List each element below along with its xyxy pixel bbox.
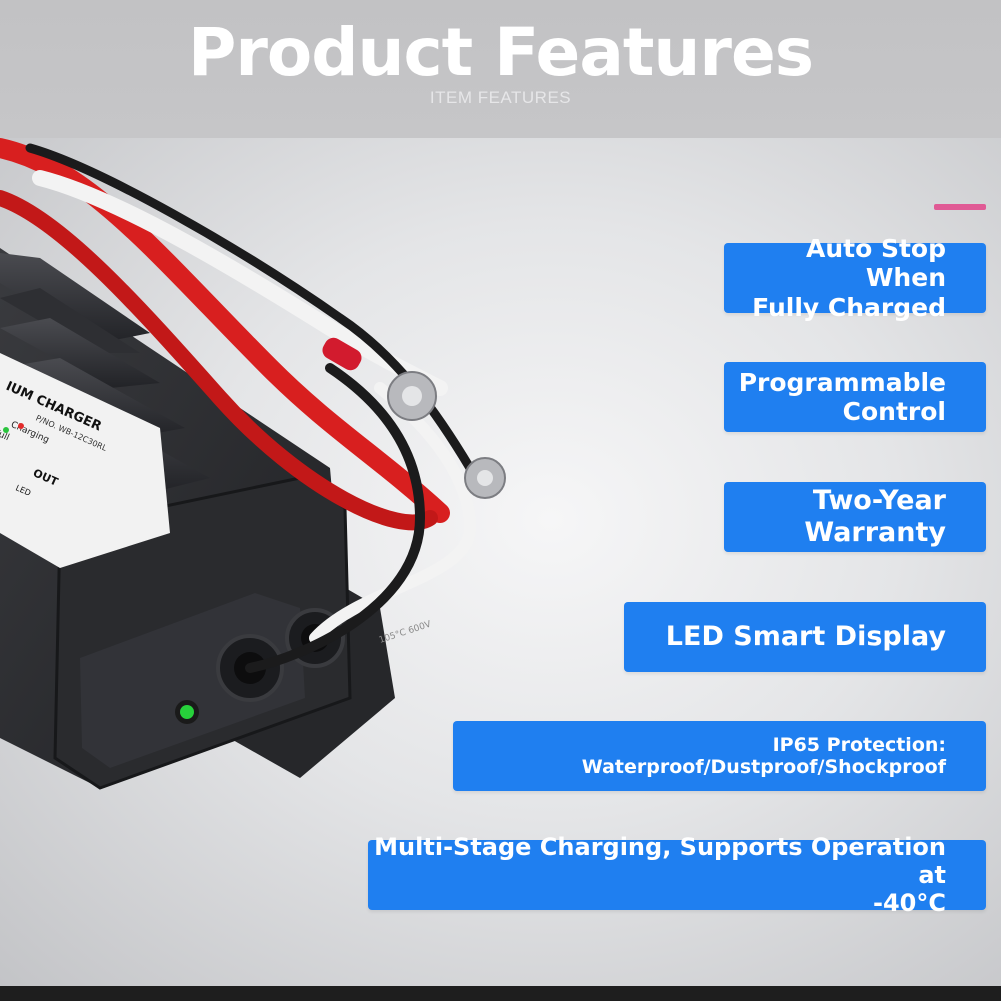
accent-dash: [934, 204, 986, 210]
feature-multi-stage-charging: Multi-Stage Charging, Supports Operation…: [368, 833, 986, 917]
feature-multi-stage-line1: Multi-Stage Charging, Supports Operation…: [374, 832, 946, 889]
cables: [0, 138, 477, 673]
feature-ip65-line1: IP65 Protection:: [772, 733, 946, 756]
page-subtitle: ITEM FEATURES: [429, 88, 572, 107]
feature-programmable-control: Programmable Control: [724, 362, 986, 432]
feature-ip65-line2: Waterproof/Dustproof/Shockproof: [581, 756, 946, 778]
wire-print: 105°C 600V: [378, 619, 433, 646]
feature-ip65-protection: IP65 Protection: Waterproof/Dustproof/Sh…: [453, 721, 986, 791]
feature-auto-stop-line1: Auto Stop When: [805, 233, 946, 293]
feature-programmable-line2: Control: [842, 397, 946, 426]
label-full: Full: [0, 428, 11, 443]
feature-auto-stop: Auto Stop When Fully Charged: [724, 234, 986, 322]
label-red-dot: [18, 423, 24, 429]
feature-warranty-line1: Two-Year: [812, 485, 946, 517]
feature-programmable-line1: Programmable: [738, 367, 946, 397]
header-band: Product Features ITEM FEATURES: [0, 0, 1001, 138]
feature-led-line1: LED Smart Display: [665, 621, 946, 653]
feature-led-display: LED Smart Display: [624, 602, 986, 672]
feature-warranty: Two-Year Warranty: [724, 482, 986, 552]
feature-multi-stage-line2: -40°C: [873, 889, 946, 918]
charger-product-image: IUM CHARGER P/NO. WB-12C30RL Charging Fu…: [0, 138, 506, 790]
ring-terminals: [322, 337, 506, 499]
label-green-dot: [3, 427, 9, 433]
bottom-bar: [0, 986, 1001, 1001]
feature-auto-stop-line2: Fully Charged: [752, 292, 946, 322]
feature-warranty-line2: Warranty: [804, 517, 946, 548]
charger-label: [0, 353, 170, 568]
page-title: Product Features: [188, 14, 814, 91]
